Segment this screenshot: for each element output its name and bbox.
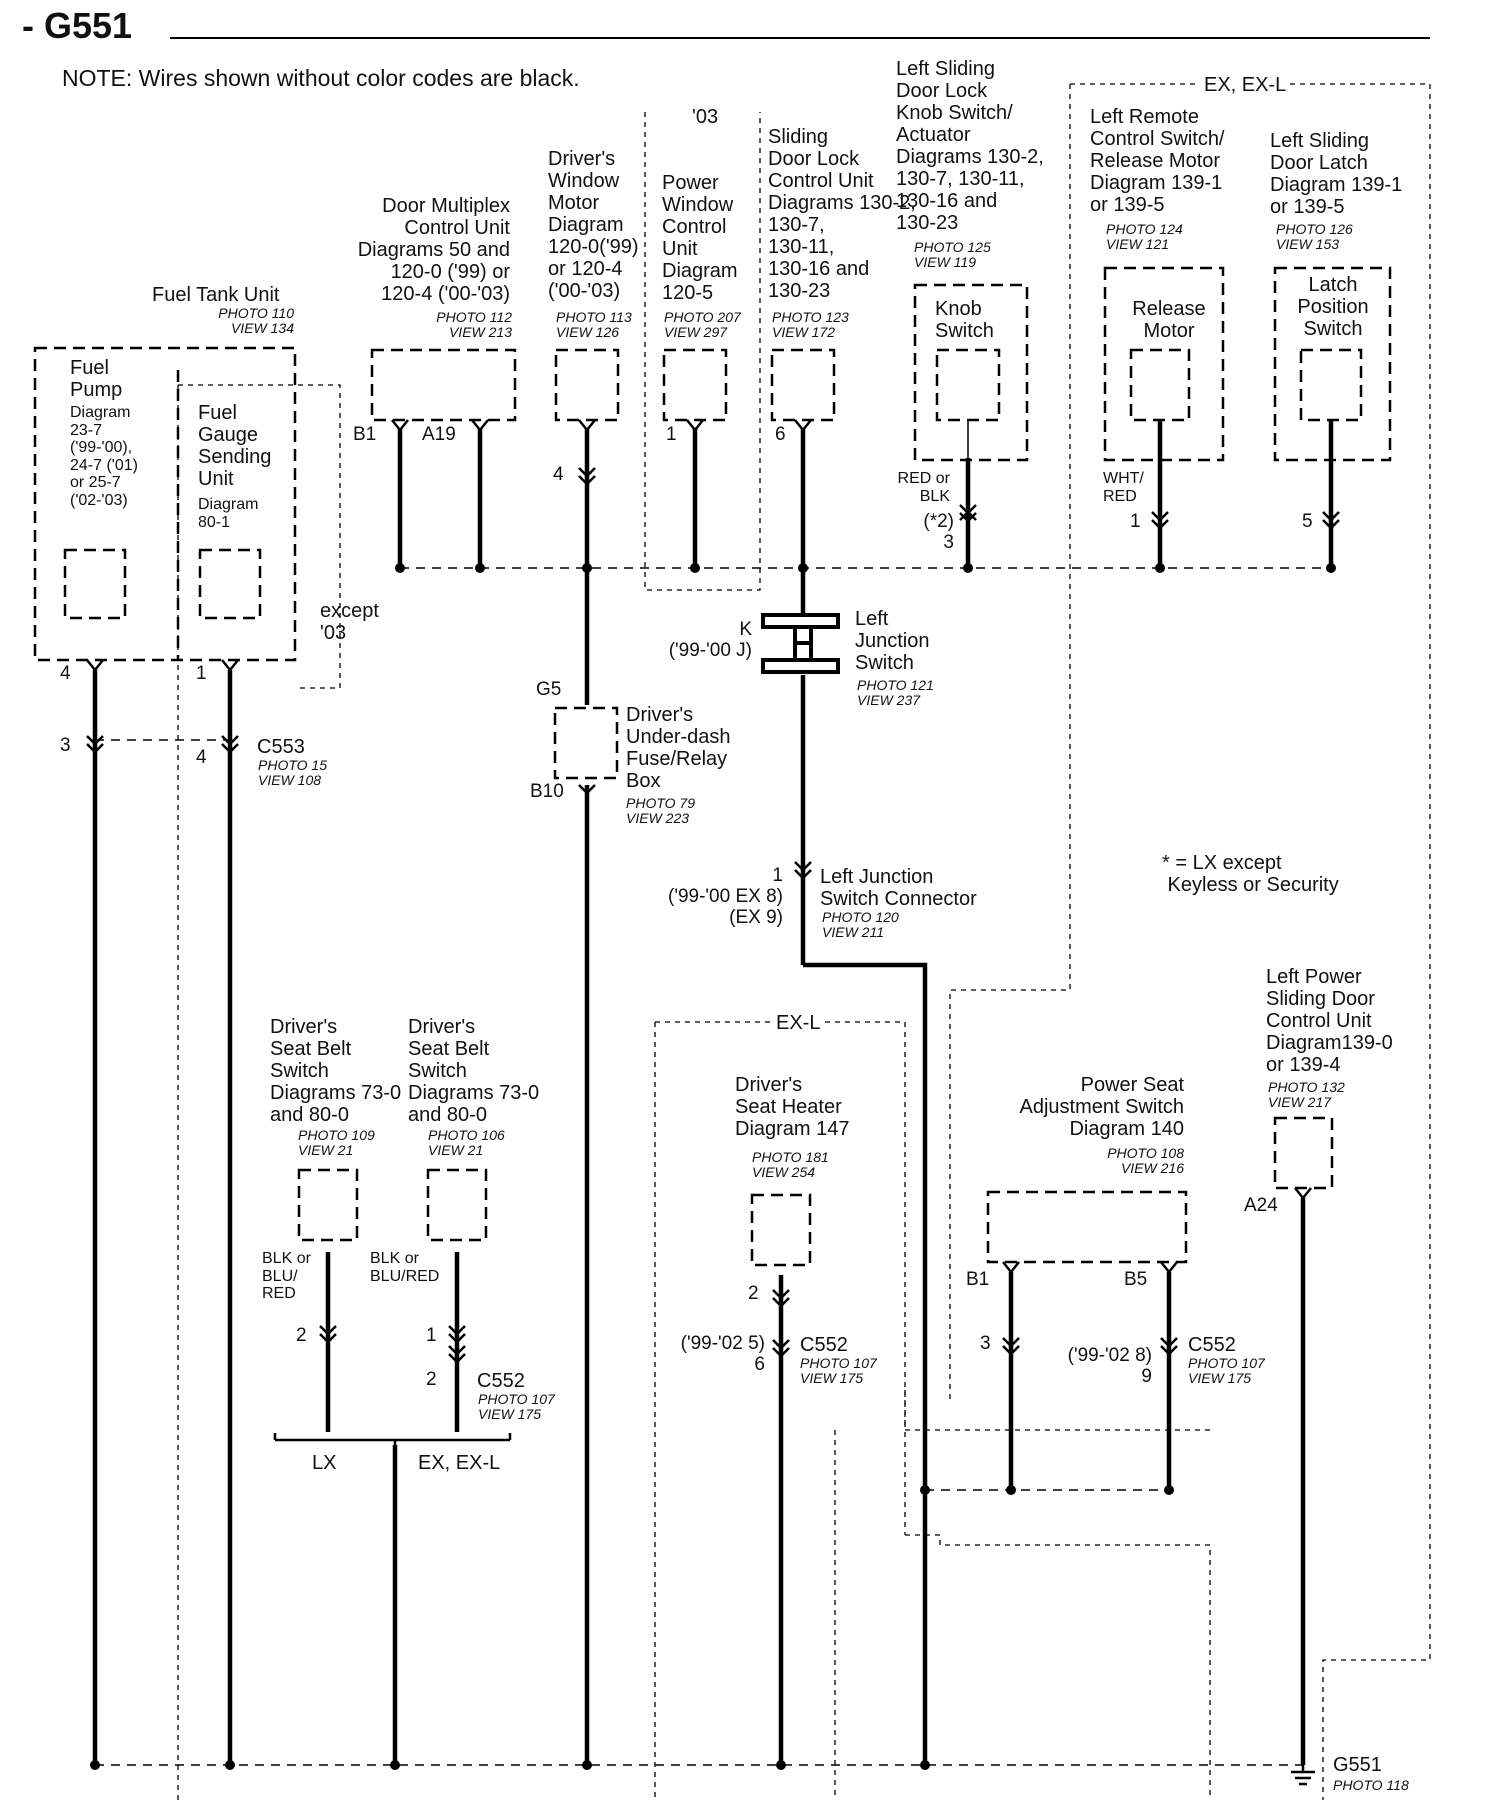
junction-switch-symbol <box>761 613 840 674</box>
junction-connector-name: Left Junction Switch Connector <box>820 866 977 910</box>
door-mux-photo: PHOTO 112 VIEW 213 <box>436 309 512 341</box>
seat-heater-name: Driver's Seat Heater Diagram 147 <box>735 1074 850 1140</box>
splice-dots <box>90 563 1336 1770</box>
pw-ctrl-photo: PHOTO 207 VIEW 297 <box>664 309 741 341</box>
release-wire-color: WHT/ RED <box>1103 470 1144 505</box>
fuel-gauge-diagram: Diagram 80-1 <box>198 496 259 531</box>
group-boundaries <box>177 83 1431 1800</box>
door-latch-photo: PHOTO 126 VIEW 153 <box>1276 221 1353 253</box>
pin-c553-3: 3 <box>60 735 71 756</box>
belt-lx-name: Driver's Seat Belt Switch Diagrams 73-0 … <box>270 1016 402 1126</box>
pin-heater-2: 2 <box>748 1283 759 1304</box>
group-label-except03: except '03 <box>320 600 379 644</box>
c553-name: C553 <box>257 736 305 758</box>
footnote: * = LX except Keyless or Security <box>1162 852 1339 896</box>
seat-heater-photo: PHOTO 181 VIEW 254 <box>752 1149 829 1181</box>
pin-ps-3: 3 <box>980 1333 991 1354</box>
pw-ctrl-name: Power Window Control Unit Diagram 120-5 <box>662 172 738 304</box>
belt-ex-photo: PHOTO 106 VIEW 21 <box>428 1127 505 1159</box>
group-label-03: '03 <box>688 106 723 128</box>
fuse-box-name: Driver's Under-dash Fuse/Relay Box <box>626 704 731 792</box>
pin-belt-ex-1: 1 <box>426 1325 437 1346</box>
pin-belt-lx-2: 2 <box>296 1325 307 1346</box>
pin-b10: B10 <box>530 781 564 802</box>
knob-pin: (*2) 3 <box>923 511 954 553</box>
junction-name: Left Junction Switch <box>855 608 930 674</box>
knob-actuator-photo: PHOTO 125 VIEW 119 <box>914 239 991 271</box>
power-seat-name: Power Seat Adjustment Switch Diagram 140 <box>1019 1074 1184 1140</box>
c552-heater-name: C552 <box>800 1334 848 1356</box>
window-motor-photo: PHOTO 113 VIEW 126 <box>556 309 632 341</box>
door-latch-name: Left Sliding Door Latch Diagram 139-1 or… <box>1270 130 1403 218</box>
group-label-ex-exl: EX, EX-L <box>1200 74 1291 96</box>
remote-release-photo: PHOTO 124 VIEW 121 <box>1106 221 1183 253</box>
latch-position-inner: Latch Position Switch <box>1297 274 1369 340</box>
c553-photo: PHOTO 15 VIEW 108 <box>258 757 327 789</box>
c552-heater-photo: PHOTO 107 VIEW 175 <box>800 1355 877 1387</box>
junction-photo: PHOTO 121 VIEW 237 <box>857 677 934 709</box>
pin-belt-ex-2: 2 <box>426 1369 437 1390</box>
knob-wire-color: RED or BLK <box>897 470 950 505</box>
ground-photo: PHOTO 118 <box>1333 1777 1409 1793</box>
sliding-ctrl-photo: PHOTO 123 VIEW 172 <box>772 309 849 341</box>
variant-lx: LX <box>312 1452 337 1474</box>
c552-seat-name: C552 <box>1188 1334 1236 1356</box>
page-title: - G551 <box>22 5 133 46</box>
fuel-tank-name: Fuel Tank Unit <box>152 284 280 306</box>
pin-g5: G5 <box>536 679 562 700</box>
belt-ex-name: Driver's Seat Belt Switch Diagrams 73-0 … <box>408 1016 540 1126</box>
variant-bracket <box>273 1433 512 1450</box>
release-pin: 1 <box>1130 511 1141 532</box>
remote-release-name: Left Remote Control Switch/ Release Moto… <box>1090 106 1225 216</box>
pin-a19: A19 <box>422 424 456 445</box>
group-label-exl: EX-L <box>772 1012 825 1034</box>
c552-belt-name: C552 <box>477 1370 525 1392</box>
sliding-ctrl-name: Sliding Door Lock Control Unit Diagrams … <box>768 126 916 302</box>
pin-ps-b1: B1 <box>966 1269 990 1290</box>
pin-pump-4: 4 <box>60 663 71 684</box>
pin-junction-connector: 1 ('99-'00 EX 8) (EX 9) <box>668 865 783 928</box>
pin-heater-c552: ('99-'02 5) 6 <box>680 1333 765 1375</box>
fuel-gauge-name: Fuel Gauge Sending Unit <box>198 402 272 490</box>
fuel-pump-diagram: Diagram 23-7 ('99-'00), 24-7 ('01) or 25… <box>70 404 138 509</box>
knob-switch-inner: Knob Switch <box>935 298 994 342</box>
door-mux-name: Door Multiplex Control Unit Diagrams 50 … <box>357 195 510 305</box>
component-boxes <box>33 266 1392 1267</box>
window-motor-name: Driver's Window Motor Diagram 120-0('99)… <box>548 148 639 302</box>
buses <box>95 567 1331 1766</box>
c552-seat-photo: PHOTO 107 VIEW 175 <box>1188 1355 1265 1387</box>
fuse-box-photo: PHOTO 79 VIEW 223 <box>626 795 695 827</box>
pin-gauge-1: 1 <box>196 663 207 684</box>
fuel-tank-photo: PHOTO 110 VIEW 134 <box>218 305 294 337</box>
pin-1-pw: 1 <box>666 424 677 445</box>
junction-connector-photo: PHOTO 120 VIEW 211 <box>822 909 899 941</box>
pin-k: K ('99-'00 J) <box>668 619 752 661</box>
pin-a24: A24 <box>1244 1195 1278 1216</box>
release-motor-inner: Release Motor <box>1132 298 1206 342</box>
pin-c553-4: 4 <box>196 747 207 768</box>
knob-actuator-name: Left Sliding Door Lock Knob Switch/ Actu… <box>896 58 1044 234</box>
power-sliding-name: Left Power Sliding Door Control Unit Dia… <box>1266 966 1393 1076</box>
belt-ex-wire: BLK or BLU/RED <box>370 1250 440 1285</box>
power-sliding-photo: PHOTO 132 VIEW 217 <box>1268 1079 1345 1111</box>
ground-name: G551 <box>1333 1754 1382 1776</box>
variant-ex-exl: EX, EX-L <box>418 1452 501 1474</box>
connector-marks <box>86 419 1340 1364</box>
pin-4-window: 4 <box>553 464 564 485</box>
fuel-pump-name: Fuel Pump <box>70 357 123 401</box>
belt-lx-photo: PHOTO 109 VIEW 21 <box>298 1127 375 1159</box>
latch-pin: 5 <box>1302 511 1313 532</box>
note-text: NOTE: Wires shown without color codes ar… <box>62 65 580 91</box>
belt-lx-wire: BLK or BLU/ RED <box>262 1250 311 1303</box>
c552-belt-photo: PHOTO 107 VIEW 175 <box>478 1391 555 1423</box>
pin-ps-b5: B5 <box>1124 1269 1148 1290</box>
pin-b1: B1 <box>353 424 377 445</box>
pin-ps-c552: ('99-'02 8) 9 <box>1067 1345 1152 1387</box>
ground-symbol <box>1291 1765 1315 1786</box>
pin-6-sliding: 6 <box>775 424 786 445</box>
power-seat-photo: PHOTO 108 VIEW 216 <box>1107 1145 1184 1177</box>
